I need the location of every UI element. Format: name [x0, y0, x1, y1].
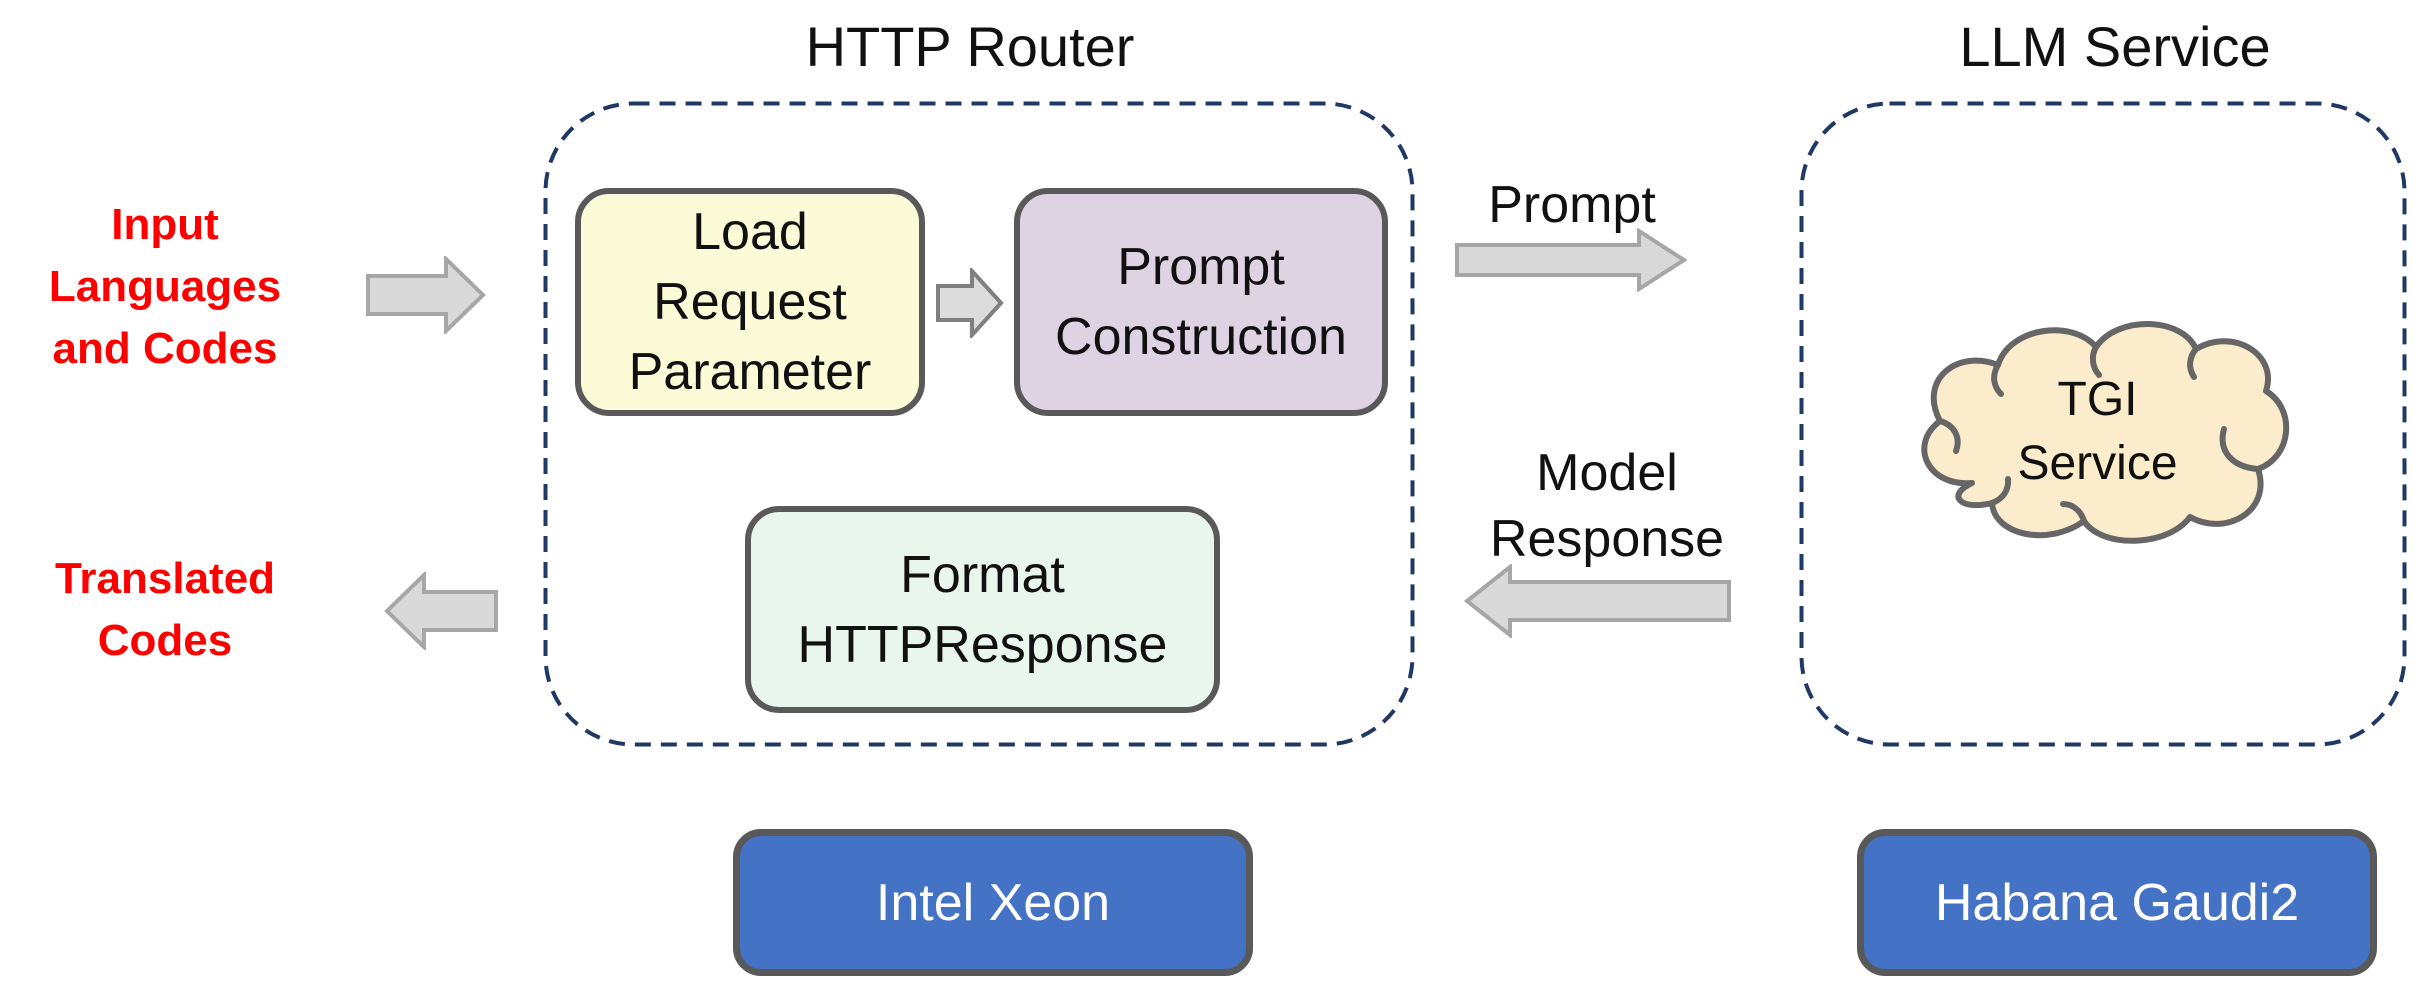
load-request-parameter-node: Load Request Parameter — [575, 188, 925, 416]
pipeline-step-arrow-icon — [936, 268, 1004, 338]
http-router-boundary — [543, 101, 1415, 747]
habana-gaudi2-chip: Habana Gaudi2 — [1857, 829, 2377, 976]
translated-codes-label: Translated Codes — [54, 554, 276, 665]
format-httpresponse-label: Format HTTPResponse — [797, 545, 1168, 674]
intel-xeon-chip: Intel Xeon — [733, 829, 1253, 976]
habana-gaudi2-label: Habana Gaudi2 — [1934, 873, 2300, 932]
http-router-title: HTTP Router — [805, 15, 1135, 78]
llm-service-title: LLM Service — [1959, 15, 2271, 78]
prompt-flow-label: Prompt — [1488, 176, 1656, 234]
model-response-flow-label: Model Response — [1489, 444, 1725, 568]
prompt-construction-label: Prompt Construction — [1055, 238, 1347, 366]
input-languages-label: Input Languages and Codes — [48, 200, 282, 373]
prompt-flow-arrow-icon — [1455, 228, 1687, 292]
model-response-flow-arrow-icon — [1464, 564, 1731, 638]
output-flow-arrow-icon — [384, 572, 498, 650]
input-flow-arrow-icon — [366, 256, 486, 334]
tgi-service-cloud-icon — [1921, 321, 2290, 544]
intel-xeon-label: Intel Xeon — [875, 873, 1111, 932]
tgi-service-label: TGI Service — [2017, 373, 2178, 490]
prompt-construction-node: Prompt Construction — [1014, 188, 1388, 416]
llm-service-boundary — [1799, 101, 2407, 747]
load-request-parameter-label: Load Request Parameter — [628, 203, 872, 401]
format-httpresponse-node: Format HTTPResponse — [745, 506, 1220, 713]
